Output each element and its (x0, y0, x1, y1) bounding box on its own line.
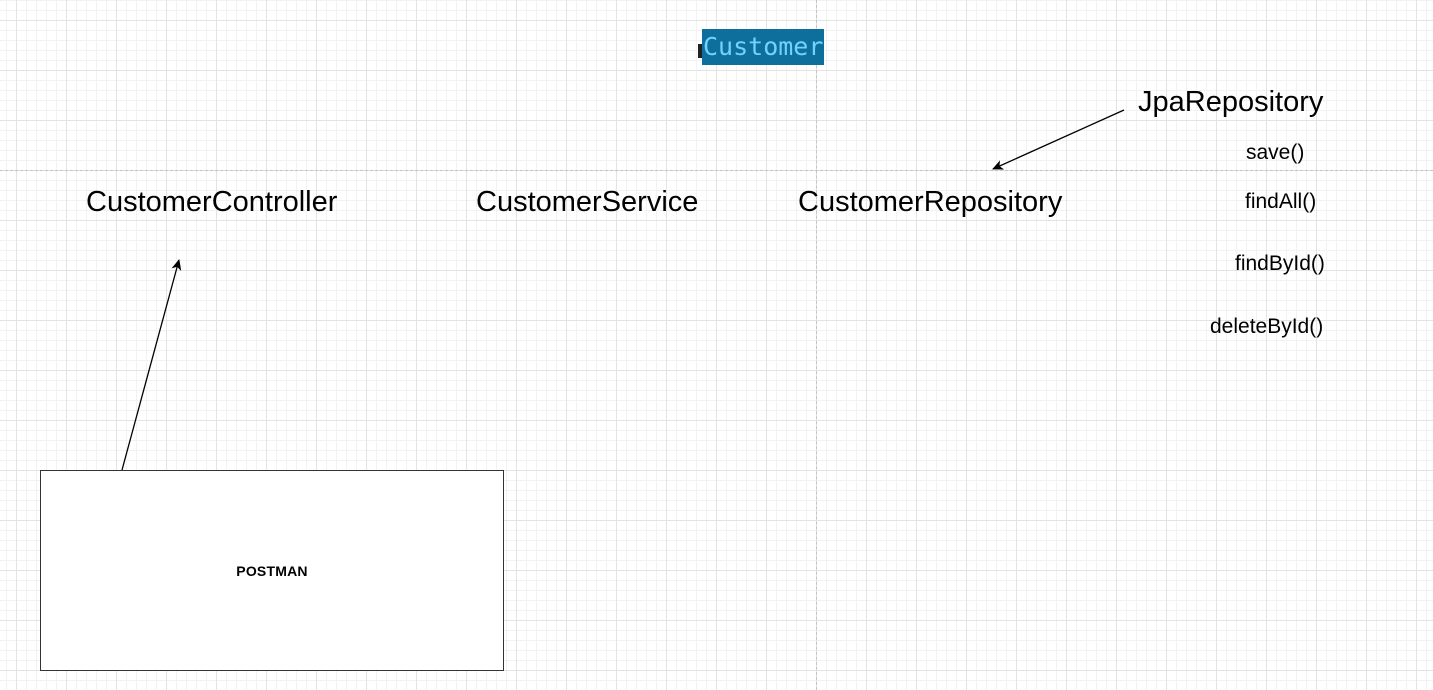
postman-box[interactable]: POSTMAN (40, 470, 504, 671)
horizontal-guide-line (0, 170, 1433, 171)
text-cursor (698, 44, 702, 58)
postman-label: POSTMAN (236, 562, 308, 579)
customer-controller-label[interactable]: CustomerController (86, 186, 338, 218)
selected-customer-label[interactable]: Customer (702, 29, 825, 65)
vertical-guide-line (816, 0, 817, 690)
method-deletebyid-label[interactable]: deleteById() (1210, 315, 1324, 338)
method-save-label[interactable]: save() (1246, 141, 1305, 164)
customer-service-label[interactable]: CustomerService (476, 186, 699, 218)
method-findbyid-label[interactable]: findById() (1235, 252, 1325, 275)
jpa-repository-label[interactable]: JpaRepository (1138, 86, 1324, 118)
jpa-to-repository-arrow[interactable] (992, 109, 1125, 170)
method-findall-label[interactable]: findAll() (1245, 190, 1317, 213)
customer-repository-label[interactable]: CustomerRepository (798, 186, 1063, 218)
postman-to-controller-arrow[interactable] (121, 259, 182, 471)
